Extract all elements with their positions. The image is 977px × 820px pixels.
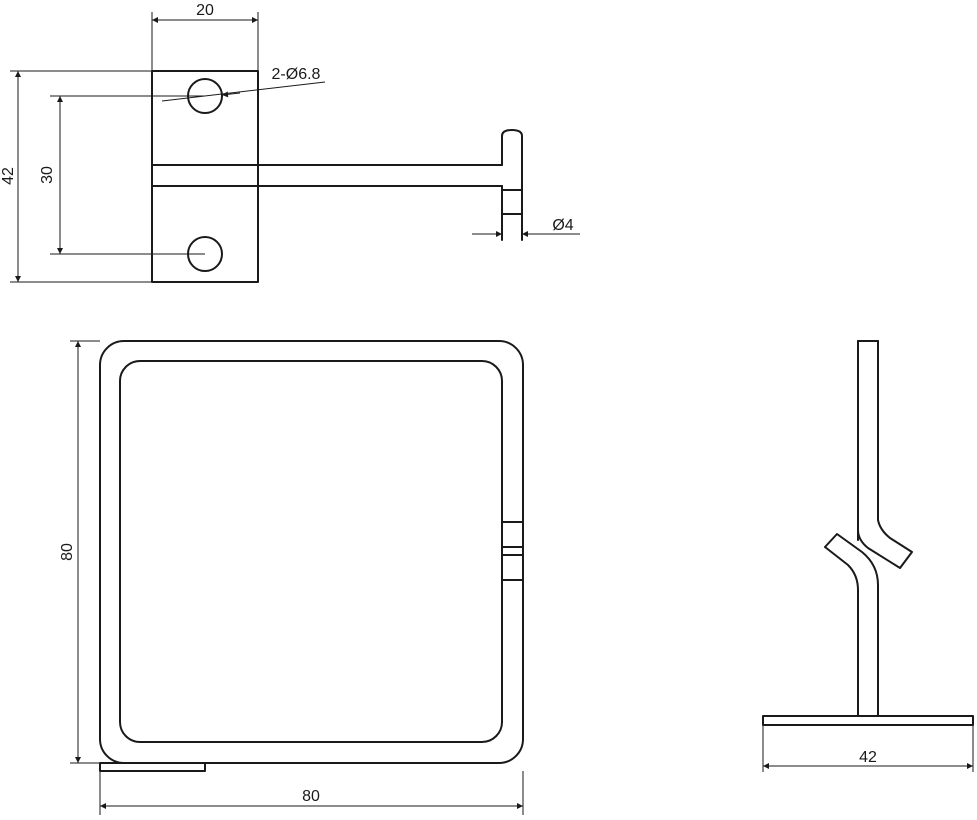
dimension-label-overall-height: 42	[0, 167, 17, 185]
frame-outer	[99, 340, 524, 764]
dimension-label-side-width: 42	[859, 749, 877, 766]
top-view: 20 42 30 2-Ø6.8 Ø4	[0, 2, 580, 283]
dimension-label-hole-spacing: 30	[39, 166, 56, 184]
dimension-label-front-width: 80	[302, 788, 320, 805]
rod-bend-left	[824, 533, 879, 586]
front-view: 80 80	[59, 340, 524, 815]
frame-inner	[119, 360, 503, 743]
leader-arrow-holes	[221, 91, 241, 98]
dimension-label-top-width: 20	[196, 2, 214, 19]
side-base-plate	[762, 715, 974, 726]
leader-line-holes	[161, 81, 326, 102]
rod-bend-left-edge	[824, 546, 859, 591]
base-plate-tab	[99, 762, 206, 772]
dimension-label-front-height: 80	[59, 543, 76, 561]
rod-hook	[501, 129, 523, 241]
side-view: 42	[762, 340, 974, 772]
dimension-label-holes: 2-Ø6.8	[272, 66, 321, 83]
rod-bend-right	[857, 519, 913, 569]
dimension-label-rod-diameter: Ø4	[552, 217, 573, 234]
mounting-plate	[151, 70, 259, 283]
